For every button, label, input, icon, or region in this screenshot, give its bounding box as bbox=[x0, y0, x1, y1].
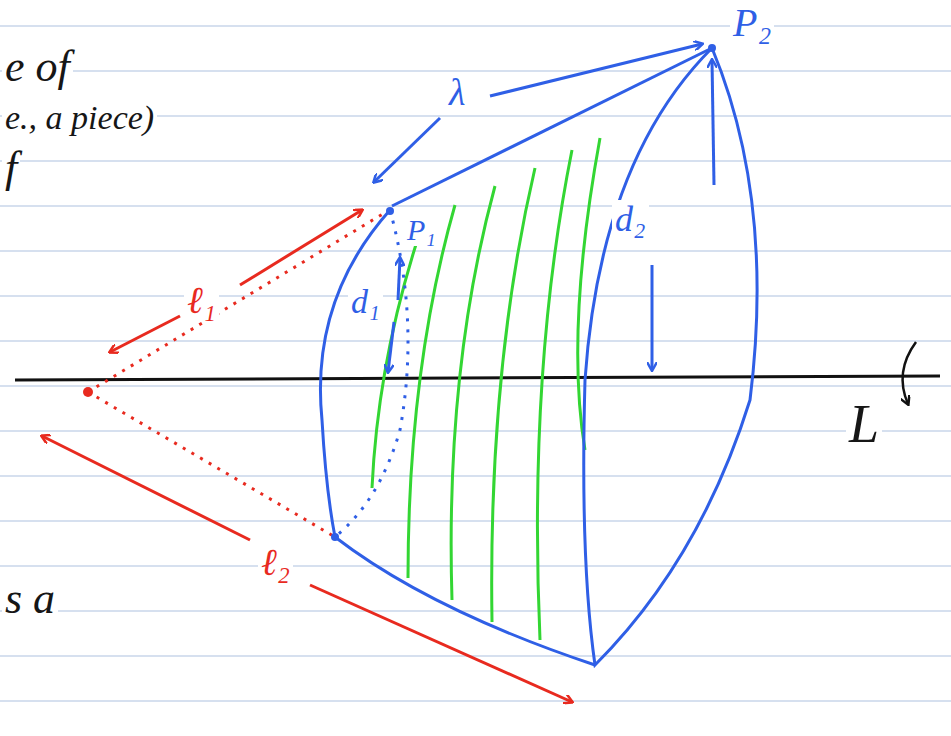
frustum-outline bbox=[320, 48, 757, 665]
distance-label: d₂ bbox=[612, 200, 649, 238]
point-label: P₁ bbox=[404, 214, 439, 246]
cone-extension bbox=[88, 212, 386, 392]
distance-label: d₁ bbox=[348, 284, 383, 320]
axis-line bbox=[15, 376, 940, 380]
length-label: ℓ₂ bbox=[258, 542, 293, 582]
note-text: e., a piece) bbox=[2, 100, 157, 136]
note-text: f bbox=[2, 145, 20, 191]
cone-extension bbox=[88, 392, 335, 537]
note-text: e of bbox=[2, 44, 73, 90]
point-dot bbox=[331, 533, 339, 541]
apex-dot bbox=[83, 387, 93, 397]
surface-strips bbox=[372, 138, 600, 640]
point-label: P₂ bbox=[730, 2, 774, 44]
slant-label: λ bbox=[446, 72, 468, 112]
rotation-arrow bbox=[903, 342, 916, 404]
length-arrows bbox=[42, 210, 572, 702]
point-dot bbox=[386, 207, 394, 215]
length-label: ℓ₁ bbox=[184, 280, 219, 320]
axis-label: L bbox=[846, 396, 882, 452]
ruled-lines bbox=[0, 26, 951, 701]
point-dot bbox=[708, 44, 716, 52]
note-text: s a bbox=[2, 576, 58, 622]
dimension-arrows bbox=[374, 44, 714, 372]
